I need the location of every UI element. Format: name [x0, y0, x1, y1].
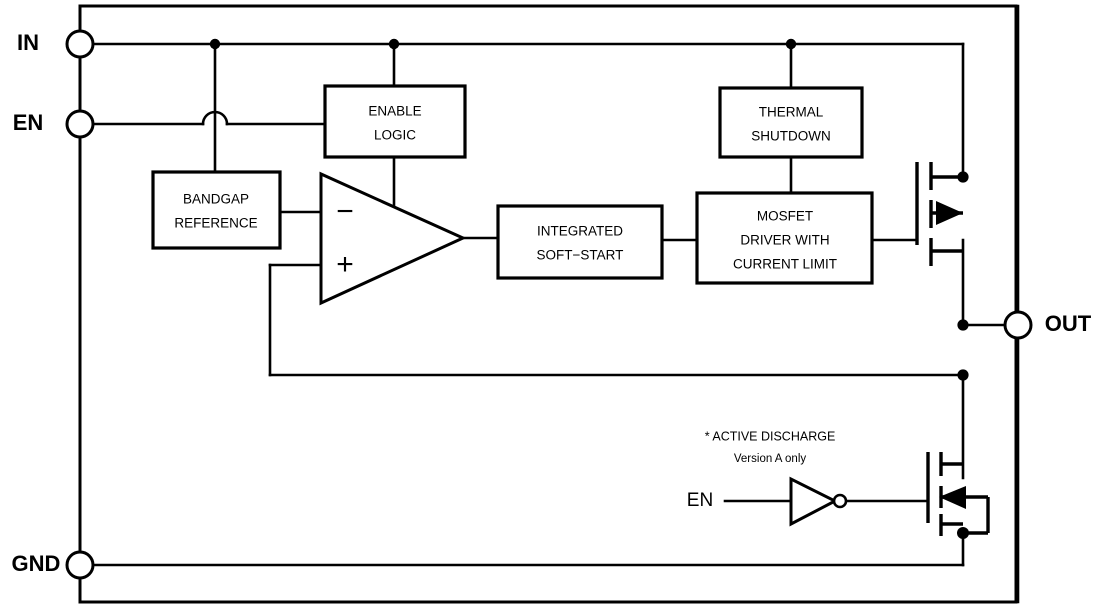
- block-enable-logic[interactable]: ENABLE LOGIC: [323, 84, 467, 159]
- wiring-net-feedback: [268, 263, 965, 377]
- pin-circle-gnd[interactable]: [65, 550, 95, 580]
- junction-dot: [209, 38, 221, 50]
- inverter-not-gate: [723, 476, 848, 527]
- junction-dot: [957, 319, 969, 331]
- discharge-mosfet-symbol: [843, 452, 990, 536]
- pin-label-gnd: GND: [12, 551, 61, 576]
- block-label-line: SHUTDOWN: [751, 129, 831, 144]
- block-label-line: MOSFET: [757, 209, 813, 224]
- pin-label-en: EN: [13, 110, 44, 135]
- pass-mosfet-symbol: [915, 162, 963, 266]
- block-label-line: SOFT−START: [537, 248, 624, 263]
- block-label-line: ENABLE: [368, 104, 421, 119]
- block-label-line: THERMAL: [759, 105, 824, 120]
- active-discharge-subnote: Version A only: [734, 453, 806, 465]
- error-amplifier-symbol: − +: [319, 171, 467, 306]
- inverter-bubble-icon: [832, 493, 848, 509]
- comparator-plus-label: +: [336, 248, 354, 281]
- device-outline: [78, 4, 1018, 604]
- junction-dot: [785, 38, 797, 50]
- pin-label-out: OUT: [1045, 311, 1092, 336]
- pin-terminal-in[interactable]: IN: [17, 29, 95, 59]
- pin-circle-out[interactable]: [1003, 310, 1033, 340]
- wiring-net-in: [78, 4, 965, 179]
- pin-terminal-en[interactable]: EN: [13, 109, 95, 139]
- block-mosfet-driver[interactable]: MOSFET DRIVER WITH CURRENT LIMIT: [695, 191, 874, 285]
- block-label-line: DRIVER WITH: [740, 233, 829, 248]
- block-label-line: BANDGAP: [183, 192, 249, 207]
- wiring-net-gnd: [78, 531, 965, 604]
- en-inline-label: EN: [687, 490, 713, 511]
- block-thermal-shutdown[interactable]: THERMAL SHUTDOWN: [718, 86, 864, 159]
- pin-circle-en[interactable]: [65, 109, 95, 139]
- junction-dot: [957, 369, 969, 381]
- en-inline-signal-label: EN: [687, 490, 713, 511]
- wiring-net-out: [961, 4, 1020, 604]
- active-discharge-annotation: * ACTIVE DISCHARGE Version A only: [705, 429, 836, 465]
- comparator-minus-label: −: [336, 195, 354, 228]
- block-bandgap-reference[interactable]: BANDGAP REFERENCE: [151, 170, 282, 250]
- pin-label-in: IN: [17, 30, 39, 55]
- block-label-line: INTEGRATED: [537, 224, 623, 239]
- pin-circle-in[interactable]: [65, 29, 95, 59]
- block-label-line: REFERENCE: [174, 216, 257, 231]
- block-label-line: LOGIC: [374, 128, 416, 143]
- pin-terminal-out[interactable]: OUT: [1003, 310, 1092, 340]
- block-label-line: CURRENT LIMIT: [733, 257, 837, 272]
- wiring-net-signal-chain: [278, 210, 919, 242]
- block-integrated-soft-start[interactable]: INTEGRATED SOFT−START: [496, 204, 664, 280]
- junction-dot: [388, 38, 400, 50]
- active-discharge-note: * ACTIVE DISCHARGE: [705, 429, 836, 443]
- pin-terminal-gnd[interactable]: GND: [12, 550, 95, 580]
